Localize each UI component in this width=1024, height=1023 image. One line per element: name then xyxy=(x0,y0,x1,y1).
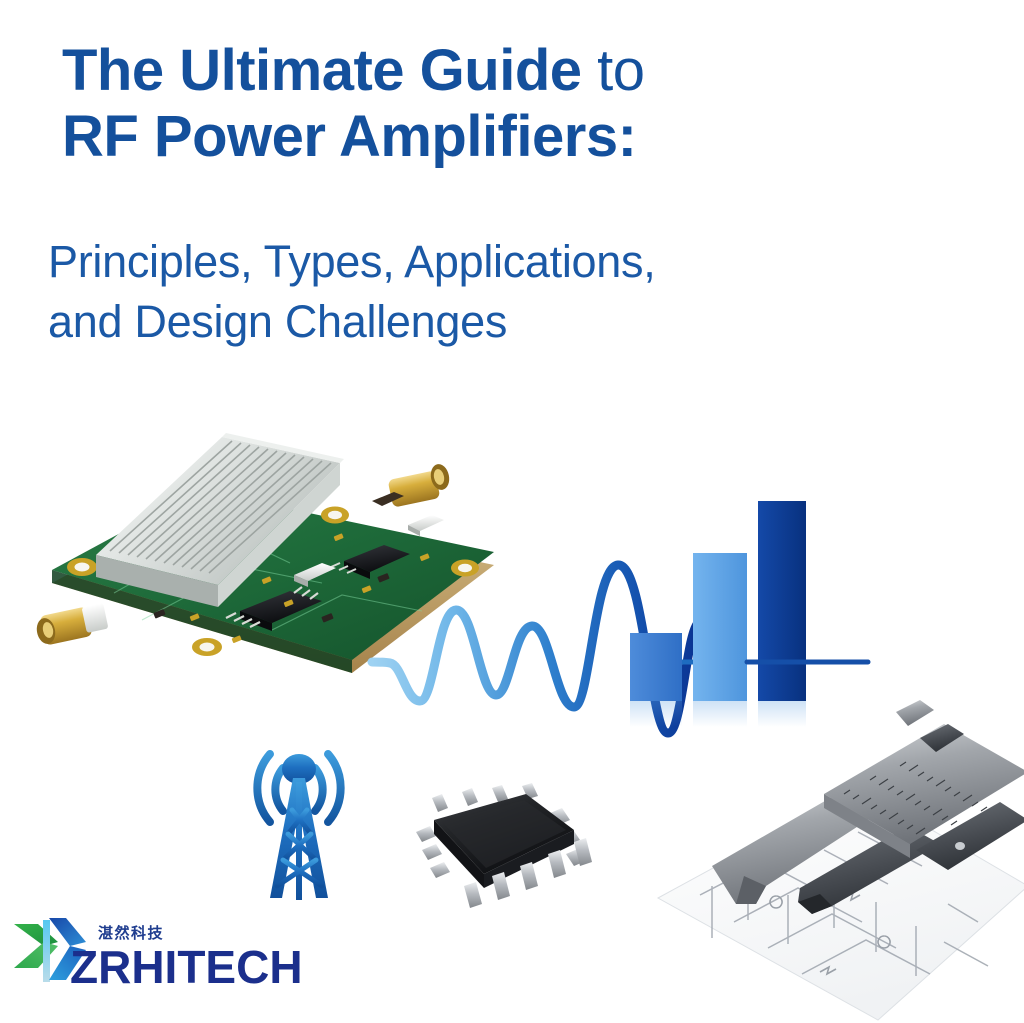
page-title: The Ultimate Guide to RF Power Amplifier… xyxy=(62,38,782,170)
pcb-smd-parts xyxy=(189,533,430,643)
bar-reflections xyxy=(630,701,806,727)
caliper-main-beam xyxy=(824,724,1024,858)
logo-blue-lower xyxy=(49,946,86,980)
logo-cyan-stem xyxy=(43,920,50,982)
signal-bar-3 xyxy=(758,501,806,701)
chip-pins-top xyxy=(432,783,538,812)
caliper-slider xyxy=(916,802,1024,870)
page-subtitle: Principles, Types, Applications, and Des… xyxy=(48,232,808,352)
logo-english-name: ZRHITECH xyxy=(70,941,303,993)
pcb-smd-parts-dark xyxy=(153,573,390,623)
headline-line-1: The Ultimate Guide to xyxy=(62,38,782,104)
logo-green-upper xyxy=(14,924,58,946)
antenna-signal-arcs xyxy=(253,750,345,826)
headline-line-2: RF Power Amplifiers: xyxy=(62,104,637,169)
integrated-circuit-chip-image xyxy=(408,778,614,923)
caliper-upper-jaws xyxy=(896,700,964,752)
antenna-lattice xyxy=(274,807,325,889)
brand-logo[interactable]: 湛然科技 ZRHITECH xyxy=(12,912,322,998)
pcb-ic-package-1 xyxy=(225,586,322,631)
pcb-heatsink xyxy=(96,433,344,607)
logo-green-lower xyxy=(14,942,58,968)
headline-line-1-strong: The Ultimate Guide xyxy=(62,38,582,103)
pcb-ic-package-2 xyxy=(330,545,410,579)
logo-chinese-name: 湛然科技 xyxy=(98,925,165,942)
rf-amplifier-board-image xyxy=(22,415,522,715)
caliper-lower-jaw xyxy=(712,790,880,904)
subtitle-line-1: Principles, Types, Applications, xyxy=(48,236,656,287)
headline-line-1-light: to xyxy=(581,38,645,103)
signal-bar-2 xyxy=(693,553,747,701)
zrhitech-logo-mark xyxy=(12,916,90,990)
rf-antenna-tower-icon xyxy=(208,712,390,907)
signal-bar-1 xyxy=(630,633,682,701)
vernier-caliper-on-schematic-image xyxy=(648,690,1024,1023)
chip-pins-left xyxy=(416,826,450,878)
subtitle-line-2: and Design Challenges xyxy=(48,296,508,347)
antenna-top-knob xyxy=(282,754,316,784)
rf-signal-waveform-chart xyxy=(365,501,878,750)
sma-connector-input xyxy=(36,603,108,645)
logo-blue-upper xyxy=(49,918,86,946)
chip-body xyxy=(434,794,574,888)
pcb-passive-components xyxy=(294,492,444,587)
pcb-mounting-holes xyxy=(67,506,479,656)
chip-pins-bottom xyxy=(464,838,592,908)
sma-connector-output xyxy=(388,464,450,507)
